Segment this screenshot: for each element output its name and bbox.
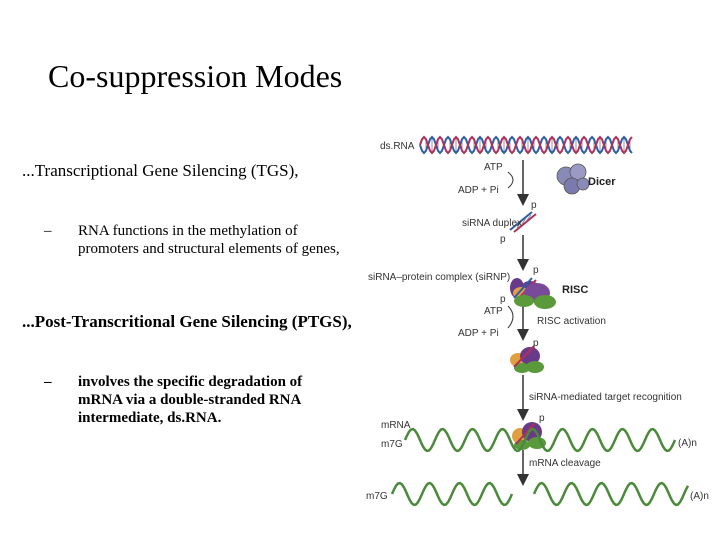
label-sirnp: siRNA–protein complex (siRNP) <box>368 272 510 283</box>
label-atp: ATP <box>484 306 503 317</box>
label-phosphate: p <box>533 338 539 349</box>
label-phosphate: p <box>539 413 545 424</box>
label-dsrna: ds.RNA <box>380 141 415 152</box>
label-m7g: m7G <box>381 439 403 450</box>
label-polya-tail: (A)n <box>690 491 709 502</box>
target-recognition-complex-icon <box>512 422 546 450</box>
activated-risc-icon <box>510 345 544 373</box>
atp-curve <box>507 171 514 189</box>
sirna-duplex-icon <box>509 211 537 233</box>
label-risc: RISC <box>562 284 588 296</box>
label-dicer: Dicer <box>588 176 616 188</box>
label-risc-activation: RISC activation <box>537 316 606 327</box>
label-atp: ATP <box>484 162 503 173</box>
sub-bullet-tgs-text: RNA functions in the methylation of prom… <box>78 223 340 257</box>
dash-marker: – <box>44 374 52 390</box>
sub-bullet-tgs: – RNA functions in the methylation of pr… <box>44 222 348 258</box>
bullet-tgs: ...Transcriptional Gene Silencing (TGS), <box>22 161 299 180</box>
label-phosphate: p <box>533 265 539 276</box>
mrna-strand-cleaved <box>390 481 690 507</box>
label-adp: ADP + Pi <box>458 185 499 196</box>
helix-strand <box>419 135 633 155</box>
dash-marker: – <box>44 223 52 239</box>
label-m7g: m7G <box>366 491 388 502</box>
label-polya-tail: (A)n <box>678 438 697 449</box>
label-phosphate: p <box>500 234 506 245</box>
bullet-ptgs: ...Post-Transcritional Gene Silencing (P… <box>22 312 352 331</box>
label-adp: ADP + Pi <box>458 328 499 339</box>
risc-complex-icon <box>514 283 556 309</box>
sub-bullet-ptgs: – involves the specific degradation of m… <box>44 373 348 427</box>
helix-strand <box>419 135 633 155</box>
dicer-enzyme-icon <box>556 163 590 195</box>
label-sirna-duplex: siRNA duplex <box>462 218 522 229</box>
label-mrna: mRNA <box>381 420 411 431</box>
mrna-strand-intact <box>403 427 677 453</box>
dsrna-helix <box>419 135 633 155</box>
atp-curve <box>507 305 514 329</box>
label-phosphate: p <box>531 200 537 211</box>
label-phosphate: p <box>500 294 506 305</box>
slide-title: Co-suppression Modes <box>48 58 343 94</box>
label-target-recognition: siRNA-mediated target recognition <box>529 392 682 403</box>
label-mrna-cleavage: mRNA cleavage <box>529 458 601 469</box>
sub-bullet-ptgs-text: involves the specific degradation of mRN… <box>78 374 303 426</box>
